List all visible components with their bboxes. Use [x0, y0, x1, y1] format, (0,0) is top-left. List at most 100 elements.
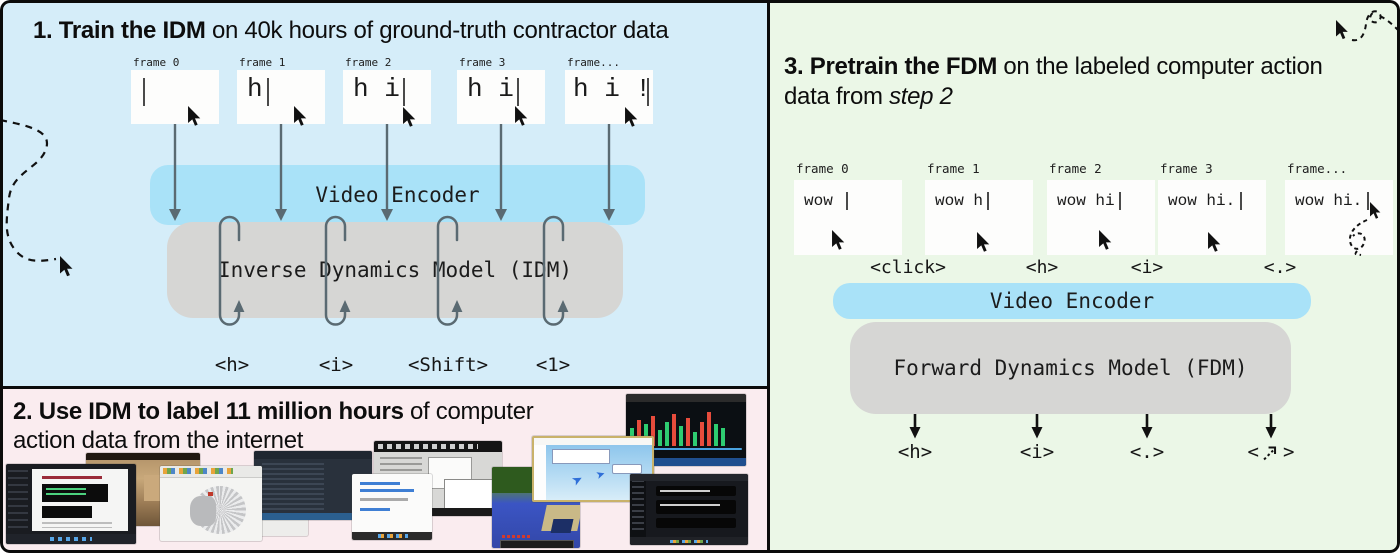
video-encoder-box: Video Encoder: [833, 283, 1311, 319]
decor: [254, 451, 372, 459]
mouse-cursor-icon: [515, 106, 528, 126]
decor: [630, 448, 742, 450]
frame-label: frame 2: [1049, 161, 1102, 176]
screenshot-dark-webpage: [630, 474, 748, 545]
fdm-output-arrow: [1141, 414, 1153, 439]
text-caret: [403, 78, 405, 106]
text-caret: [143, 78, 145, 106]
decor: [552, 449, 610, 464]
decor: [262, 463, 324, 511]
decor: [42, 506, 92, 518]
sample-hook-arrow: [324, 215, 351, 326]
video-frame: wow: [794, 180, 902, 255]
fdm-box: Forward Dynamics Model (FDM): [850, 322, 1291, 414]
decor: [630, 474, 748, 481]
video-encoder-box: Video Encoder: [150, 165, 645, 225]
video-frame: h i !: [565, 70, 653, 127]
frame-label: frame...: [567, 56, 620, 69]
fdm-output-action: <i>: [1019, 441, 1055, 463]
panel3-title-rest: on the labeled computer action: [997, 53, 1323, 80]
frame-label: frame 2: [345, 56, 392, 69]
mouse-cursor-icon: [1208, 232, 1221, 252]
decor: [42, 522, 112, 528]
video-frame: h i: [343, 70, 431, 127]
decor: [360, 482, 400, 485]
idm-label: Inverse Dynamics Model (IDM): [217, 258, 572, 282]
mouse-cursor-icon: [1099, 230, 1112, 250]
decor: [626, 458, 746, 466]
decor: [656, 500, 736, 514]
decor: [46, 488, 86, 498]
idm-output-action: <1>: [535, 354, 571, 376]
sample-hook-arrow: [218, 215, 245, 326]
text-caret: [1367, 192, 1369, 210]
decor: [254, 513, 372, 520]
frame-text: wow hi: [1057, 192, 1115, 210]
labeled-action: <click>: [870, 257, 946, 278]
frame-label: frame 0: [796, 161, 849, 176]
mouse-cursor-icon: [403, 107, 416, 127]
panel1-title: 1. Train the IDM on 40k hours of ground-…: [33, 16, 669, 46]
panel-divider-vertical: [767, 0, 770, 553]
panel2-title-rest: of computer: [403, 398, 534, 425]
fdm-label: Forward Dynamics Model (FDM): [893, 356, 1248, 380]
decor: [360, 489, 414, 492]
video-frame: [131, 70, 219, 126]
text-caret: [267, 78, 269, 106]
labeled-action: <.>: [1263, 257, 1297, 278]
panel3-title-bold: 3. Pretrain the FDM: [784, 53, 998, 80]
frame-text: h i: [467, 74, 514, 104]
idm-output-action: <i>: [318, 354, 354, 376]
decor: [492, 467, 532, 493]
text-caret: [987, 192, 989, 210]
video-frame: wow hi: [1047, 180, 1155, 255]
mouse-cursor-icon: [977, 232, 990, 252]
mouse-cursor-icon: [1336, 20, 1348, 40]
frame-text: wow hi.: [1295, 192, 1363, 210]
panel3-title-line2-prefix: data from: [784, 83, 890, 110]
decor: [444, 479, 498, 513]
panel2-title-line2: action data from the internet: [13, 427, 304, 454]
frame-text: h i: [353, 74, 400, 104]
mouse-move-icon: [1263, 446, 1277, 460]
frame-label: frame...: [1287, 161, 1348, 176]
text-caret: [517, 78, 519, 106]
frame-arrow: [603, 124, 615, 221]
decor: [163, 468, 233, 474]
frame-label: frame 1: [239, 56, 286, 69]
decor: [656, 518, 736, 528]
screenshot-coding-documentation: [6, 464, 136, 544]
mouse-cursor-icon: [625, 107, 638, 127]
decor: [660, 504, 720, 506]
text-caret: [647, 78, 649, 106]
video-frame: wow hi.: [1158, 180, 1266, 255]
sample-hook-arrow: [542, 215, 569, 326]
decor: [632, 480, 644, 532]
labeled-action: <h>: [1025, 257, 1059, 278]
panel3-title-line1: 3. Pretrain the FDM on the labeled compu…: [784, 52, 1323, 82]
screenshot-cad-software: [160, 466, 262, 541]
idm-output-action: <Shift>: [407, 354, 489, 376]
frame-text: wow: [804, 192, 843, 210]
mouse-cursor-icon: [60, 256, 73, 277]
panel2-title-line1: 2. Use IDM to label 11 million hours of …: [13, 397, 534, 427]
panel-train-idm: 1. Train the IDM on 40k hours of ground-…: [0, 0, 770, 389]
panel2-title-bold: 2. Use IDM to label 11 million hours: [13, 398, 404, 425]
cursor-trail-left: [0, 118, 73, 277]
mouse-cursor-icon: [188, 106, 201, 126]
text-caret: [1119, 192, 1121, 210]
decor: [42, 476, 102, 479]
frame-text: h i !: [573, 74, 652, 104]
panel-label-internet-data: 2. Use IDM to label 11 million hours of …: [0, 389, 770, 553]
fdm-output-action: <.>: [1129, 441, 1165, 463]
decor: [8, 470, 28, 530]
mouse-cursor-icon: [1370, 202, 1381, 219]
text-caret: [846, 192, 848, 210]
decor: [190, 496, 216, 526]
decor: [550, 519, 574, 533]
decor: [374, 508, 502, 516]
frame-arrow: [381, 124, 393, 221]
video-frame: h: [237, 70, 325, 126]
decor: [670, 540, 708, 543]
frame-arrow: [275, 124, 287, 221]
